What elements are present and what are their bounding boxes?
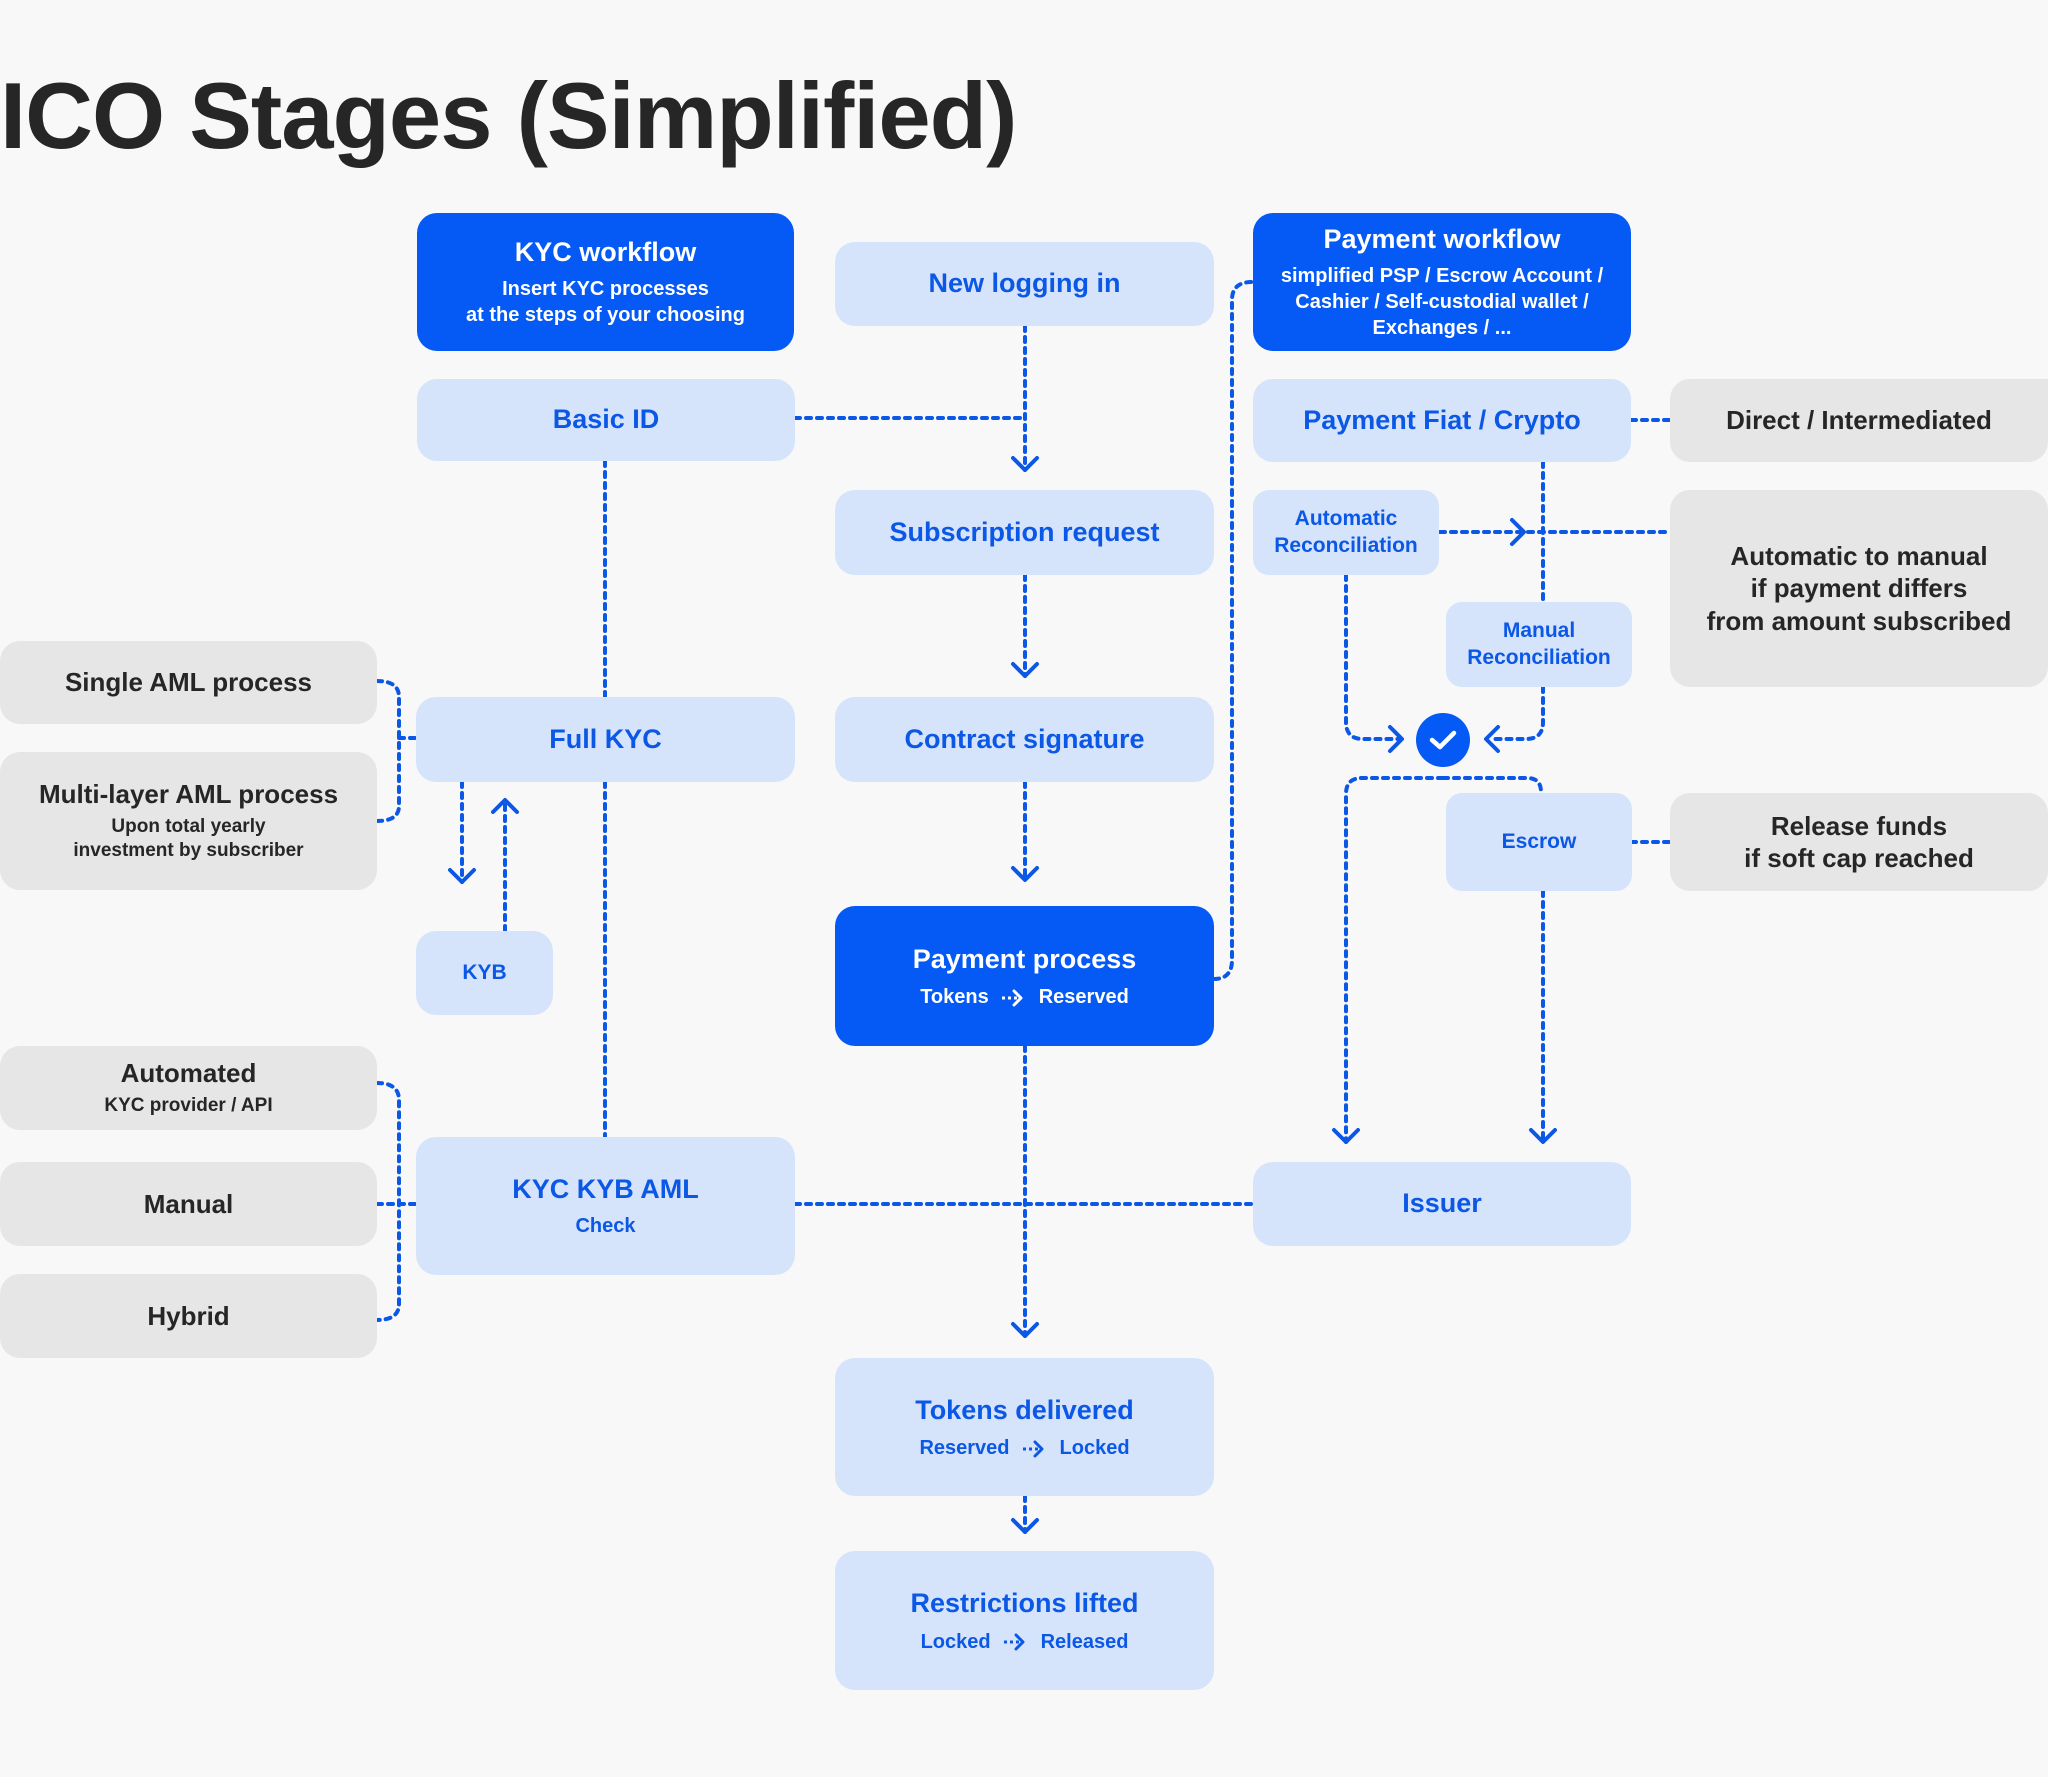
automatic-reconciliation-label: Automatic Reconciliation [1274, 507, 1418, 557]
multi-layer-aml-subtitle: Upon total yearly investment by subscrib… [73, 815, 304, 862]
full-kyc-label: Full KYC [549, 723, 662, 754]
tokens-delivered-to: Locked [1059, 1437, 1130, 1460]
issuer-node[interactable]: Issuer [1253, 1162, 1631, 1246]
connector-manual-to-check [1488, 685, 1545, 741]
connector-auto-to-check [1344, 573, 1400, 741]
manual-reconciliation-node[interactable]: Manual Reconciliation [1446, 602, 1632, 687]
contract-signature-node[interactable]: Contract signature [835, 697, 1214, 782]
manual-reconciliation-label: Manual Reconciliation [1467, 619, 1611, 669]
multi-layer-aml-title: Multi-layer AML process [38, 779, 339, 810]
dotted-arrow-right-icon [1022, 1440, 1044, 1458]
payment-fiat-crypto-label: Payment Fiat / Crypto [1303, 404, 1581, 435]
kyc-check-node[interactable]: KYC KYB AML Check [416, 1137, 795, 1275]
single-aml-label: Single AML process [64, 667, 313, 698]
automated-subtitle: KYC provider / API [104, 1094, 273, 1116]
multi-layer-aml-note: Multi-layer AML process Upon total yearl… [0, 752, 377, 890]
hybrid-label: Hybrid [147, 1300, 230, 1331]
new-logging-label: New logging in [928, 268, 1121, 299]
manual-label: Manual [143, 1188, 234, 1219]
restrictions-lifted-from: Locked [920, 1630, 991, 1653]
payment-process-title: Payment process [912, 943, 1137, 974]
escrow-label: Escrow [1501, 829, 1577, 853]
check-icon [1416, 713, 1470, 767]
connector-aml-bracket [375, 679, 401, 823]
automatic-reconciliation-node[interactable]: Automatic Reconciliation [1253, 490, 1439, 575]
basic-id-node[interactable]: Basic ID [417, 379, 795, 461]
release-funds-note: Release funds if soft cap reached [1670, 793, 2048, 891]
payment-workflow-card: Payment workflow simplified PSP / Escrow… [1253, 213, 1631, 351]
escrow-node[interactable]: Escrow [1446, 793, 1632, 891]
kyb-label: KYB [462, 960, 507, 984]
arrowhead-subscription [1011, 456, 1039, 472]
arrowhead-contract [1011, 662, 1039, 678]
restrictions-lifted-title: Restrictions lifted [910, 1588, 1139, 1619]
restrictions-lifted-node[interactable]: Restrictions lifted Locked Released [835, 1551, 1214, 1690]
dotted-arrow-right-icon [1003, 1633, 1025, 1651]
single-aml-note: Single AML process [0, 641, 377, 724]
arrowhead-check-right [1484, 725, 1500, 753]
arrowhead-restrictions [1011, 1518, 1039, 1534]
dotted-arrow-right-icon [1001, 989, 1023, 1007]
issuer-label: Issuer [1402, 1188, 1482, 1219]
payment-workflow-subtitle: simplified PSP / Escrow Account / Cashie… [1280, 264, 1604, 339]
kyb-node[interactable]: KYB [416, 931, 553, 1015]
kyc-check-title: KYC KYB AML [512, 1174, 699, 1205]
automated-note: Automated KYC provider / API [0, 1046, 377, 1130]
arrowhead-manual-note [1510, 518, 1526, 546]
tokens-delivered-states: Reserved Locked [919, 1437, 1129, 1460]
restrictions-lifted-to: Released [1040, 1630, 1129, 1653]
page-title: ICO Stages (Simplified) [0, 63, 1017, 168]
automatic-to-manual-note: Automatic to manual if payment differs f… [1670, 490, 2048, 687]
direct-intermediated-label: Direct / Intermediated [1726, 405, 1992, 436]
connector-payment-to-workflow [1212, 280, 1254, 981]
tokens-delivered-node[interactable]: Tokens delivered Reserved Locked [835, 1358, 1214, 1496]
arrowhead-payment [1011, 866, 1039, 882]
restrictions-lifted-states: Locked Released [921, 1631, 1129, 1654]
payment-process-to: Reserved [1038, 986, 1129, 1009]
hybrid-note: Hybrid [0, 1274, 377, 1358]
release-funds-label: Release funds if soft cap reached [1744, 810, 1974, 874]
manual-note: Manual [0, 1162, 377, 1246]
kyc-check-subtitle: Check [575, 1214, 636, 1237]
tokens-delivered-title: Tokens delivered [915, 1394, 1134, 1425]
kyc-workflow-card: KYC workflow Insert KYC processes at the… [417, 213, 794, 351]
payment-process-states: Tokens Reserved [920, 986, 1129, 1009]
contract-signature-label: Contract signature [904, 723, 1145, 754]
payment-process-node[interactable]: Payment process Tokens Reserved [835, 906, 1214, 1046]
basic-id-label: Basic ID [552, 404, 660, 435]
connector-check-to-escrow [1344, 776, 1445, 1144]
tokens-delivered-from: Reserved [919, 1437, 1010, 1460]
kyc-workflow-subtitle: Insert KYC processes at the steps of you… [466, 277, 745, 326]
connector-method-bracket [375, 1081, 401, 1322]
arrowhead-tokens [1011, 1322, 1039, 1338]
arrowhead-kyb [448, 868, 476, 884]
automatic-to-manual-label: Automatic to manual if payment differs f… [1706, 540, 2012, 636]
payment-process-from: Tokens [920, 986, 989, 1009]
subscription-request-node[interactable]: Subscription request [835, 490, 1214, 575]
automated-title: Automated [120, 1058, 257, 1089]
arrowhead-check-left [1388, 725, 1404, 753]
direct-intermediated-note: Direct / Intermediated [1670, 379, 2048, 462]
arrowhead-issuer-right [1529, 1128, 1557, 1144]
arrowhead-issuer-left [1332, 1128, 1360, 1144]
payment-workflow-title: Payment workflow [1323, 224, 1561, 255]
kyc-workflow-title: KYC workflow [514, 237, 697, 268]
payment-fiat-crypto-node[interactable]: Payment Fiat / Crypto [1253, 379, 1631, 462]
arrowhead-fullkyc-up [491, 798, 519, 814]
full-kyc-node[interactable]: Full KYC [416, 697, 795, 782]
check-mark-glyph [1429, 730, 1457, 750]
subscription-request-label: Subscription request [889, 516, 1160, 547]
connector-check-to-escrow-right [1441, 776, 1543, 794]
new-logging-node[interactable]: New logging in [835, 242, 1214, 326]
